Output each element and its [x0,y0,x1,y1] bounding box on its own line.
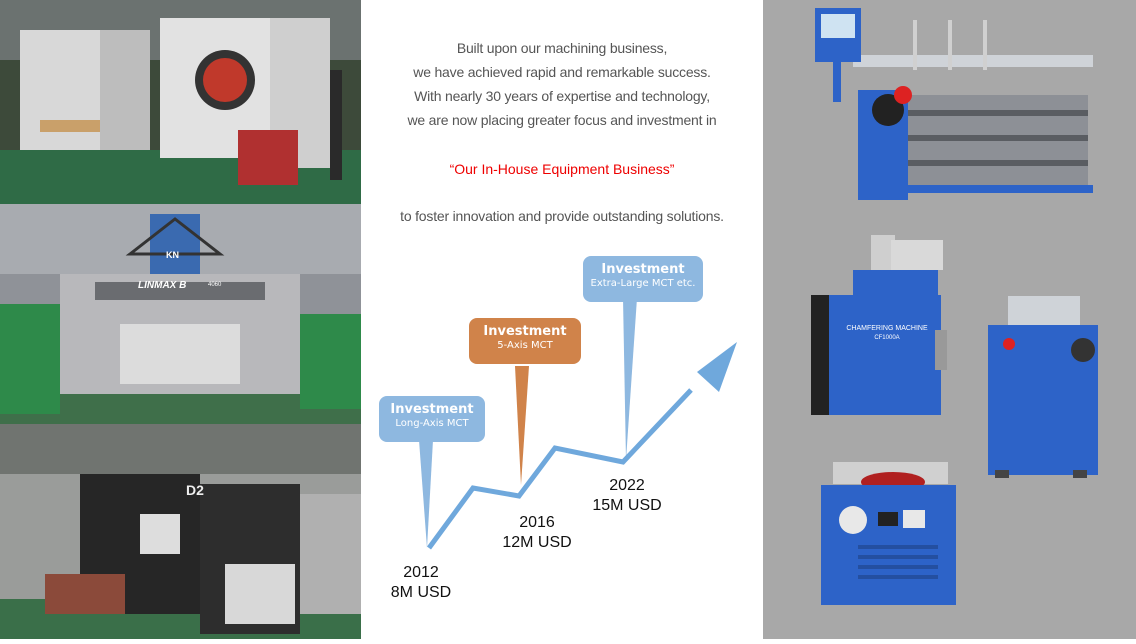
milestone-2012: 2012 8M USD [379,563,463,603]
bubble-title: Investment [390,402,474,417]
investment-bubble-long-axis: Investment Long-Axis MCT [379,396,485,442]
bubble-tail [515,366,529,485]
bubble-title: Investment [483,324,567,339]
intro-paragraph: Built upon our machining business, we ha… [361,36,763,132]
intro-line: With nearly 30 years of expertise and te… [414,88,710,104]
milestone-2022: 2022 15M USD [579,476,675,516]
highlight-statement: “Our In-House Equipment Business” [449,161,675,177]
bubble-tail [419,440,433,548]
photo-cnc-machines: D2 [0,424,361,639]
photo-linmax-gantry: KN LINMAX B 4060 [0,204,361,424]
bubble-tail [623,298,637,460]
deburring-machine [988,296,1098,478]
bubble-subtitle: 5-Axis MCT [497,340,553,351]
milestone-amount: 15M USD [592,497,662,514]
equipment-illustrations [811,8,1098,605]
intro-line: we have achieved rapid and remarkable su… [413,64,711,80]
equipment-photo-column: CHAMFERING MACHINE CF1000A [763,0,1136,639]
chamfering-label: CHAMFERING MACHINE [846,325,928,332]
bubble-subtitle: Extra-Large MCT etc. [590,278,696,289]
factory-photo-column: KN LINMAX B 4060 D2 [0,0,361,639]
milestone-year: 2012 [403,564,439,581]
milestone-2016: 2016 12M USD [489,513,585,553]
intro-line: Built upon our machining business, [456,40,668,56]
machine-panel-label: D2 [186,482,204,498]
machine-brand-sub-label: 4060 [208,282,222,288]
growth-line [426,388,693,550]
long-axis-equipment [815,8,1093,200]
intro-line: we are now placing greater focus and inv… [407,112,717,128]
milestone-year: 2016 [519,514,555,531]
closing-statement: to foster innovation and provide outstan… [400,208,724,224]
machine-brand-label: LINMAX B [138,280,187,291]
investment-bubble-extra-large: Investment Extra-Large MCT etc. [583,256,703,302]
content-panel: Built upon our machining business, we ha… [361,0,763,639]
investment-bubble-5-axis: Investment 5-Axis MCT [469,318,581,364]
milestone-amount: 8M USD [390,584,452,601]
growth-arrow-head [697,342,737,392]
photo-machining-centers [0,0,361,204]
chamfering-model-label: CF1000A [874,335,900,341]
growth-arrow [419,298,737,550]
machine-logo: KN [166,250,179,260]
milestone-year: 2022 [609,477,645,494]
chamfering-machine [811,235,947,415]
bubble-title: Investment [601,262,685,277]
blue-box-machine [821,462,956,605]
milestone-amount: 12M USD [502,534,572,551]
bubble-subtitle: Long-Axis MCT [395,418,469,429]
